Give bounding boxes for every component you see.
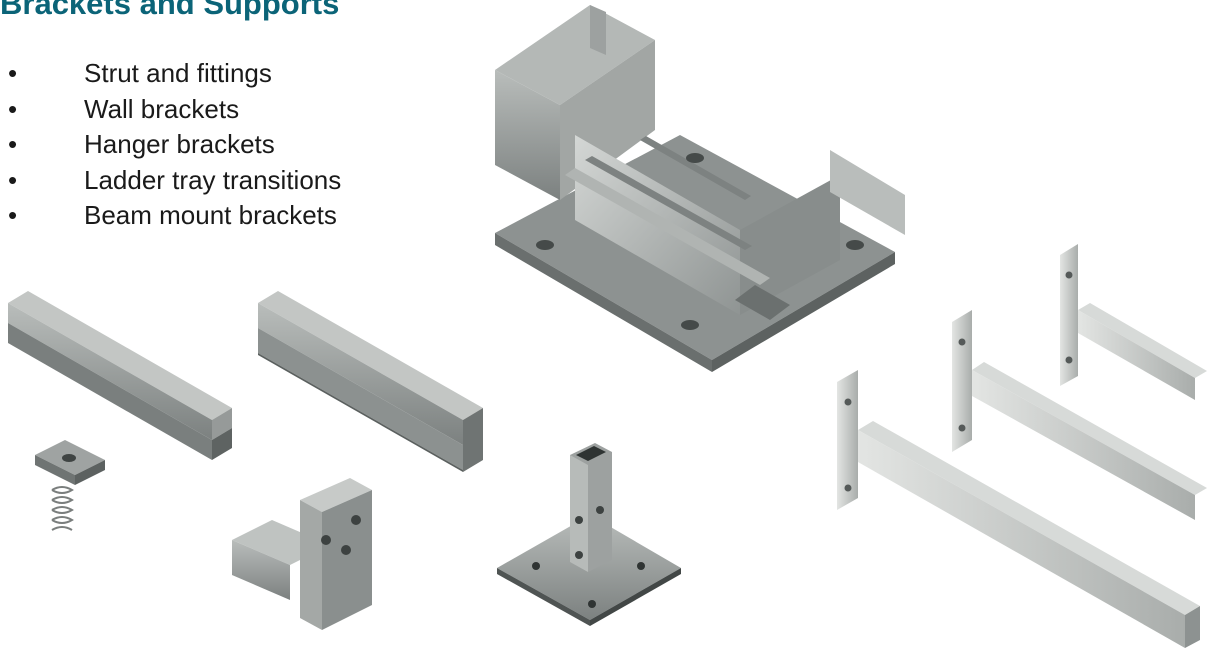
list-item: • Beam mount brackets (8, 198, 341, 234)
cantilever-bracket-large-image (837, 370, 1200, 648)
slide-title: Brackets and Supports (0, 0, 340, 21)
bullet-icon: • (8, 164, 18, 195)
list-item-label: Ladder tray transitions (84, 164, 342, 195)
bullet-icon: • (8, 129, 18, 159)
post-base-image (497, 443, 681, 626)
list-item: • Hanger brackets (8, 127, 341, 163)
list-item-label: Hanger brackets (84, 129, 275, 159)
list-item: • Strut and fittings (8, 56, 341, 92)
hanger-bracket-image (495, 5, 905, 372)
list-item: • Wall brackets (8, 92, 341, 128)
cantilever-bracket-small-image (1060, 244, 1207, 400)
bullet-icon: • (8, 200, 18, 230)
spring-nut-image (35, 440, 105, 531)
strut-channel-image (8, 291, 232, 460)
list-item-label: Beam mount brackets (84, 200, 337, 230)
bullet-icon: • (8, 93, 18, 124)
product-list: • Strut and fittings • Wall brackets • Hang… (8, 56, 341, 234)
list-item-label: Wall brackets (84, 93, 240, 124)
corner-fitting-image (232, 478, 372, 630)
list-item-label: Strut and fittings (84, 58, 272, 88)
bullet-icon: • (8, 58, 18, 88)
cantilever-bracket-medium-image (952, 310, 1207, 520)
list-item: • Ladder tray transitions (8, 163, 341, 199)
double-strut-channel-image (258, 291, 483, 472)
